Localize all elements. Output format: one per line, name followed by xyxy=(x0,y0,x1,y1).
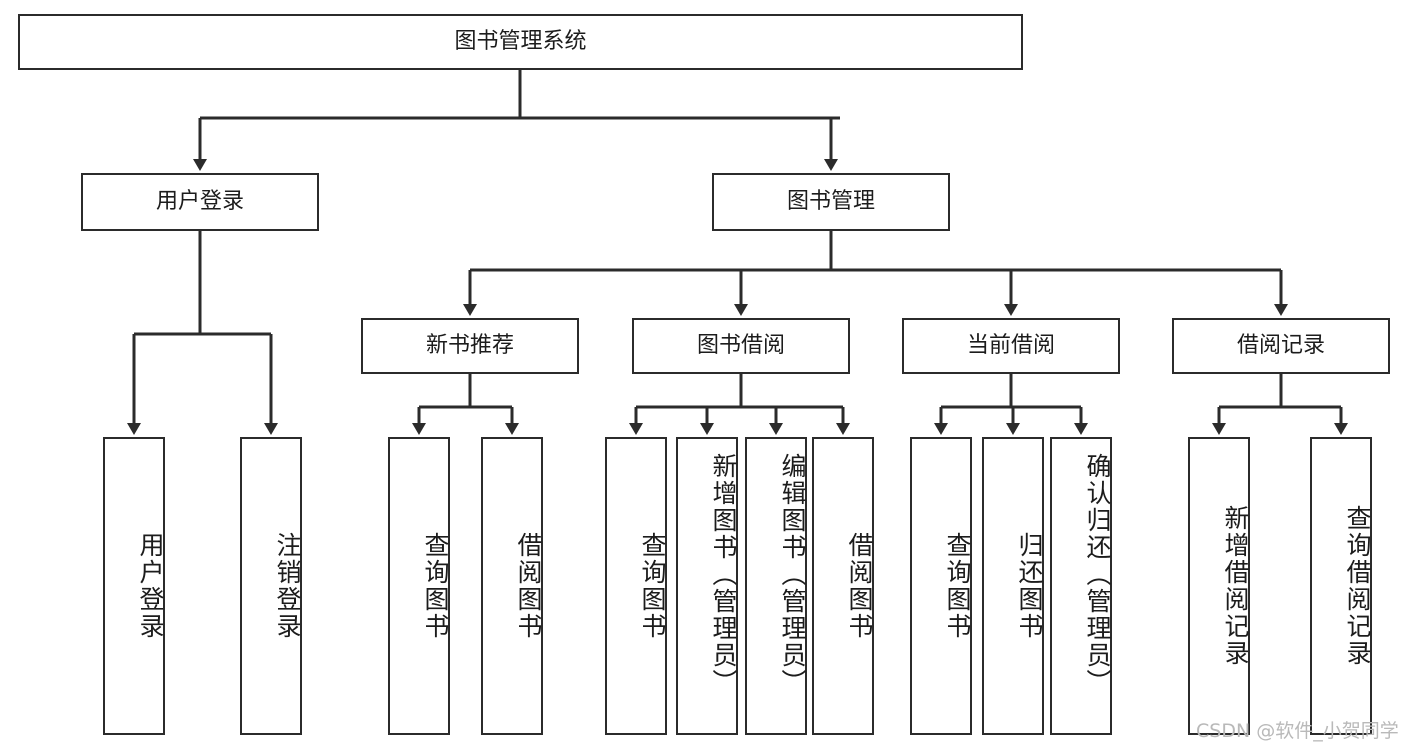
leaf-label: 查询借阅记录 xyxy=(1343,505,1372,667)
node-root[interactable]: 图书管理系统 xyxy=(18,14,1023,70)
node-root-label: 图书管理系统 xyxy=(454,29,587,54)
leaf-borrow-edit-book[interactable]: 编辑图书（管理员） xyxy=(745,437,807,735)
node-book-borrow-label: 图书借阅 xyxy=(696,333,785,358)
leaf-current-return-book[interactable]: 归还图书 xyxy=(982,437,1044,735)
node-new-book-recommend-label: 新书推荐 xyxy=(425,333,514,358)
leaf-label: 新增图书（管理员） xyxy=(709,453,738,696)
leaf-user-login-logout[interactable]: 注销登录 xyxy=(240,437,302,735)
leaf-user-login-login[interactable]: 用户登录 xyxy=(103,437,165,735)
leaf-label: 注销登录 xyxy=(273,532,302,640)
leaf-current-query-book[interactable]: 查询图书 xyxy=(910,437,972,735)
node-current-borrow-label: 当前借阅 xyxy=(966,333,1055,358)
leaf-label: 查询图书 xyxy=(421,532,450,640)
node-book-management-label: 图书管理 xyxy=(786,189,875,214)
node-current-borrow[interactable]: 当前借阅 xyxy=(902,318,1120,374)
leaf-record-add-record[interactable]: 新增借阅记录 xyxy=(1188,437,1250,735)
leaf-label: 确认归还（管理员） xyxy=(1083,453,1112,696)
node-borrow-record-label: 借阅记录 xyxy=(1236,333,1325,358)
node-borrow-record[interactable]: 借阅记录 xyxy=(1172,318,1390,374)
leaf-label: 用户登录 xyxy=(136,532,165,640)
leaf-label: 借阅图书 xyxy=(845,532,874,640)
leaf-current-confirm-return[interactable]: 确认归还（管理员） xyxy=(1050,437,1112,735)
node-user-login-label: 用户登录 xyxy=(155,189,244,214)
leaf-label: 编辑图书（管理员） xyxy=(778,453,807,696)
leaf-label: 查询图书 xyxy=(638,532,667,640)
leaf-borrow-query-book[interactable]: 查询图书 xyxy=(605,437,667,735)
node-user-login[interactable]: 用户登录 xyxy=(81,173,319,231)
leaf-label: 归还图书 xyxy=(1015,532,1044,640)
leaf-borrow-borrow-book[interactable]: 借阅图书 xyxy=(812,437,874,735)
leaf-label: 查询图书 xyxy=(943,532,972,640)
leaf-borrow-add-book[interactable]: 新增图书（管理员） xyxy=(676,437,738,735)
leaf-record-query-record[interactable]: 查询借阅记录 xyxy=(1310,437,1372,735)
node-book-borrow[interactable]: 图书借阅 xyxy=(632,318,850,374)
leaf-label: 新增借阅记录 xyxy=(1221,505,1250,667)
node-new-book-recommend[interactable]: 新书推荐 xyxy=(361,318,579,374)
leaf-recommend-query-book[interactable]: 查询图书 xyxy=(388,437,450,735)
node-book-management[interactable]: 图书管理 xyxy=(712,173,950,231)
leaf-label: 借阅图书 xyxy=(514,532,543,640)
leaf-recommend-borrow-book[interactable]: 借阅图书 xyxy=(481,437,543,735)
